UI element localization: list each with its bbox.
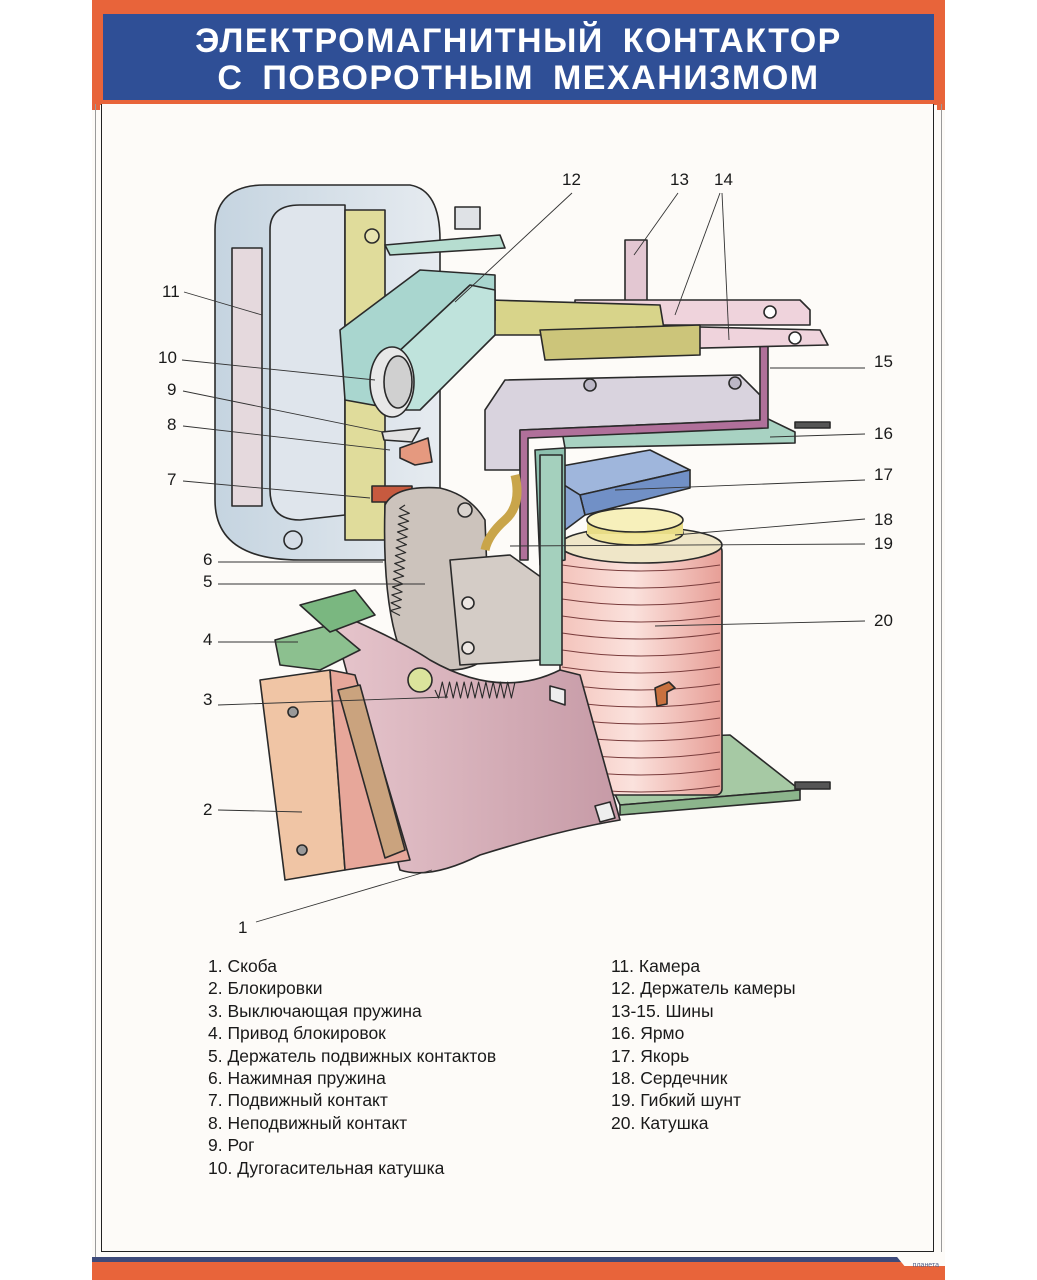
callout-10: 10: [158, 348, 177, 367]
leader-lines: [181, 192, 866, 923]
moving-contact-holder: [383, 486, 546, 671]
callout-2: 2: [203, 800, 213, 819]
leader-line-14: [721, 192, 730, 341]
legend-item: 19. Гибкий шунт: [611, 1090, 742, 1111]
header-left-border: [92, 0, 100, 110]
callout-1: 1: [238, 918, 248, 937]
leader-line-18: [674, 518, 866, 536]
leader-line-19: [509, 543, 866, 547]
callout-13: 13: [670, 170, 689, 189]
callout-12: 12: [562, 170, 581, 189]
callout-14: 14: [714, 170, 733, 189]
contactor-diagram: [181, 184, 866, 923]
legend-item: 7. Подвижный контакт: [208, 1090, 388, 1111]
bottom-blue-stripe: [92, 1257, 945, 1262]
coil-winding: [561, 649, 721, 657]
callout-8: 8: [167, 415, 177, 434]
callout-17: 17: [874, 465, 893, 484]
spring-coil: [434, 681, 516, 699]
outer-frame-left: [95, 104, 96, 1264]
title-line-2: С ПОВОРОТНЫМ МЕХАНИЗМОМ: [217, 59, 820, 97]
bottom-orange-band: [92, 1262, 945, 1280]
legend-item: 18. Сердечник: [611, 1068, 728, 1089]
callout-19: 19: [874, 534, 893, 553]
title-line-1: ЭЛЕКТРОМАГНИТНЫЙ КОНТАКТОР: [195, 22, 842, 60]
callout-15: 15: [874, 352, 893, 371]
publisher-logo: планета: [912, 1262, 939, 1269]
leader-line-9: [182, 390, 384, 433]
core: [586, 507, 684, 546]
legend-item: 17. Якорь: [611, 1045, 690, 1066]
flexible-shunt: [480, 473, 522, 552]
legend-item: 13-15. Шины: [611, 1000, 714, 1021]
leader-line-2: [217, 809, 303, 813]
callout-3: 3: [203, 690, 213, 709]
arc-horn: [381, 427, 421, 443]
coil-winding: [561, 632, 721, 640]
outer-frame-right: [941, 104, 942, 1264]
legend-item: 4. Привод блокировок: [208, 1023, 386, 1044]
callout-11: 11: [162, 282, 180, 301]
callout-18: 18: [874, 510, 893, 529]
leader-line-3: [217, 696, 449, 706]
leader-line-7: [182, 480, 371, 499]
fixed-contact: [399, 437, 433, 466]
top-orange-band: [92, 0, 945, 14]
legend-item: 20. Катушка: [611, 1112, 709, 1133]
callout-6: 6: [203, 550, 213, 569]
pressure-spring: [389, 504, 410, 617]
legend-item: 8. Неподвижный контакт: [208, 1112, 408, 1133]
legend-item: 9. Рог: [208, 1135, 255, 1156]
callout-7: 7: [167, 470, 177, 489]
legend-item: 12. Держатель камеры: [611, 978, 796, 999]
leader-line-14: [674, 192, 721, 316]
coil-winding: [561, 564, 721, 572]
legend-item: 11. Камера: [611, 956, 701, 976]
legend-item: 1. Скоба: [208, 956, 278, 976]
bracket-main: [329, 609, 621, 874]
coil-winding: [561, 581, 721, 589]
coil-winding: [561, 598, 721, 606]
spring-coil: [389, 504, 410, 617]
yoke-upright: [539, 454, 563, 666]
leader-line-10: [181, 359, 376, 381]
arc-horn-bracket: [484, 334, 769, 561]
callout-20: 20: [874, 611, 893, 630]
coil-winding: [561, 666, 721, 674]
leader-line-1: [255, 869, 433, 923]
interlock-block: [259, 669, 411, 881]
title-banner: ЭЛЕКТРОМАГНИТНЫЙ КОНТАКТОР С ПОВОРОТНЫМ …: [100, 14, 937, 100]
legend-item: 2. Блокировки: [208, 978, 323, 999]
leader-line-11: [183, 291, 263, 316]
blowout-coil: [369, 346, 415, 418]
logo-notch: [893, 1252, 945, 1266]
legend-item: 5. Держатель подвижных контактов: [208, 1045, 497, 1066]
header-under-stripe: [92, 100, 945, 105]
leader-line-12: [454, 192, 573, 303]
leader-line-17: [614, 479, 866, 491]
coil-winding: [561, 615, 721, 623]
leader-line-8: [182, 425, 391, 451]
interlock-drive: [274, 589, 376, 671]
leader-line-20: [654, 620, 866, 627]
callout-9: 9: [167, 380, 177, 399]
legend-item: 6. Нажимная пружина: [208, 1068, 386, 1089]
legend-item: 3. Выключающая пружина: [208, 1000, 422, 1021]
leader-line-16: [769, 433, 866, 438]
leader-line-13: [633, 192, 679, 256]
legend-item: 16. Ярмо: [611, 1023, 685, 1044]
callout-5: 5: [203, 572, 213, 591]
header-right-border: [937, 0, 945, 110]
legend-item: 10. Дугогасительная катушка: [208, 1157, 445, 1178]
contact-arms: [489, 299, 701, 361]
callout-4: 4: [203, 630, 213, 649]
callout-16: 16: [874, 424, 893, 443]
